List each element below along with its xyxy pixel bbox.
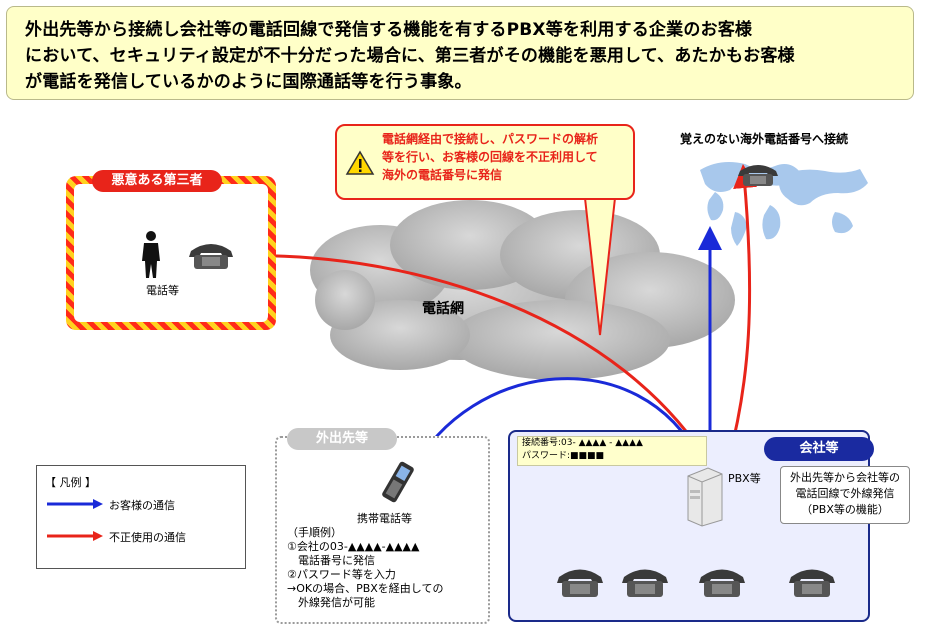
desk-phone-icon xyxy=(557,569,603,597)
access-password: パスワード:■■■■ xyxy=(522,451,605,461)
mobile-label: 外出先等 xyxy=(287,428,397,450)
callout-line: 電話網経由で接続し、パスワードの解析 xyxy=(382,132,599,146)
legend: 【 凡例 】 お客様の通信 不正使用の通信 xyxy=(36,465,246,569)
desk-phone-icon xyxy=(789,569,835,597)
world-map-icon xyxy=(700,162,868,246)
step-line: ①会社の03-▲▲▲▲-▲▲▲▲ xyxy=(287,540,420,553)
description-line: 外出先等から接続し会社等の電話回線で発信する機能を有するPBX等を利用する企業の… xyxy=(25,20,753,40)
desk-phone-icon xyxy=(189,244,233,269)
attacker-phone-caption: 電話等 xyxy=(146,284,179,297)
step-line: →OKの場合、PBXを経由しての xyxy=(287,582,444,595)
legend-item-label: 不正使用の通信 xyxy=(109,531,186,544)
step-line: （手順例） xyxy=(287,526,342,539)
legend-red-arrow xyxy=(47,531,103,541)
access-info-box: 接続番号:03- ▲▲▲▲ - ▲▲▲▲ パスワード:■■■■ xyxy=(517,436,707,466)
description-line: において、セキュリティ設定が不十分だった場合に、第三者がその機能を悪用して、あた… xyxy=(25,46,795,66)
step-line: 外線発信が可能 xyxy=(287,596,375,609)
network-label: 電話網 xyxy=(422,301,464,317)
function-line: （PBX等の機能） xyxy=(801,503,889,516)
person-icon xyxy=(142,231,160,278)
warning-icon xyxy=(345,150,375,175)
fraud-path-attacker-to-pbx xyxy=(231,254,717,476)
callout-line: 海外の電話番号に発信 xyxy=(382,168,503,182)
description-line: が電話を発信しているかのように国際通話等を行う事象。 xyxy=(25,72,472,92)
callout-line: 等を行い、お客様の回線を不正利用して xyxy=(382,150,598,164)
overseas-label: 覚えのない海外電話番号へ接続 xyxy=(680,132,849,146)
desk-phone-icon xyxy=(699,569,745,597)
legend-title: 【 凡例 】 xyxy=(45,476,96,489)
mobile-steps: （手順例） ①会社の03-▲▲▲▲-▲▲▲▲ 電話番号に発信 ②パスワード等を入… xyxy=(287,526,443,610)
mobile-phone-icon xyxy=(382,461,414,503)
attacker-box xyxy=(66,176,276,330)
legend-item-label: お客様の通信 xyxy=(109,499,175,512)
pbx-label: PBX等 xyxy=(728,472,761,485)
mobile-caption: 携帯電話等 xyxy=(357,512,412,525)
pbx-server-icon xyxy=(687,467,723,527)
attacker-label: 悪意ある第三者 xyxy=(92,170,222,192)
function-line: 電話回線で外線発信 xyxy=(795,487,895,500)
desk-phone-icon xyxy=(622,569,668,597)
function-line: 外出先等から会社等の xyxy=(790,471,900,484)
customer-path-mobile-to-pbx xyxy=(410,377,706,473)
company-label: 会社等 xyxy=(764,437,874,461)
mobile-box xyxy=(275,436,490,624)
access-number: 接続番号:03- ▲▲▲▲ - ▲▲▲▲ xyxy=(522,438,643,448)
callout-text: 電話網経由で接続し、パスワードの解析 等を行い、お客様の回線を不正利用して 海外… xyxy=(382,130,632,184)
legend-blue-arrow xyxy=(47,499,103,509)
warning-callout xyxy=(335,124,635,200)
step-line: 電話番号に発信 xyxy=(287,554,375,567)
step-line: ②パスワード等を入力 xyxy=(287,568,396,581)
description-box: 外出先等から接続し会社等の電話回線で発信する機能を有するPBX等を利用する企業の… xyxy=(6,6,914,100)
pbx-function-box: 外出先等から会社等の 電話回線で外線発信 （PBX等の機能） xyxy=(780,466,910,524)
desk-phone-icon xyxy=(738,165,778,186)
phone-network-cloud xyxy=(310,200,735,380)
